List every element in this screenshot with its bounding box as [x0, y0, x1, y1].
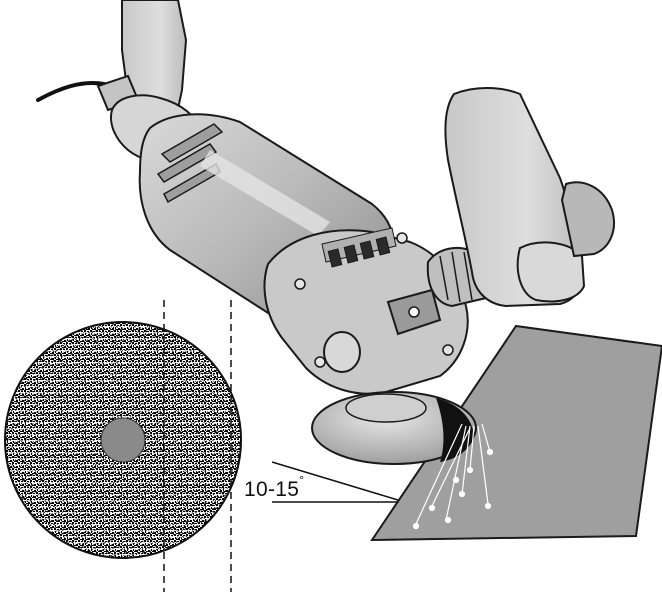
- handle-end-cap: [560, 181, 615, 258]
- grinding-wheel: [311, 391, 477, 465]
- gear-head-screws: [294, 232, 454, 368]
- workpiece-plate: [370, 324, 662, 542]
- housing-highlight: [200, 150, 330, 236]
- gear-head: [263, 229, 469, 395]
- gear-head-vents: [321, 227, 397, 268]
- sparks: [412, 423, 494, 530]
- right-hand-fingers: [516, 241, 586, 303]
- angle-label: 10-15°: [244, 474, 304, 501]
- spindle-lock-button: [386, 288, 442, 336]
- angle-indicator: [271, 461, 399, 503]
- disc-arbor-hole: [100, 417, 146, 463]
- disc-thickness-guides: [163, 300, 232, 592]
- gear-head-boss: [323, 331, 361, 373]
- housing-ribs: [156, 123, 224, 204]
- angle-unit: °: [299, 473, 305, 487]
- abrasive-disc: [4, 321, 242, 559]
- angle-value: 10-15: [244, 478, 300, 501]
